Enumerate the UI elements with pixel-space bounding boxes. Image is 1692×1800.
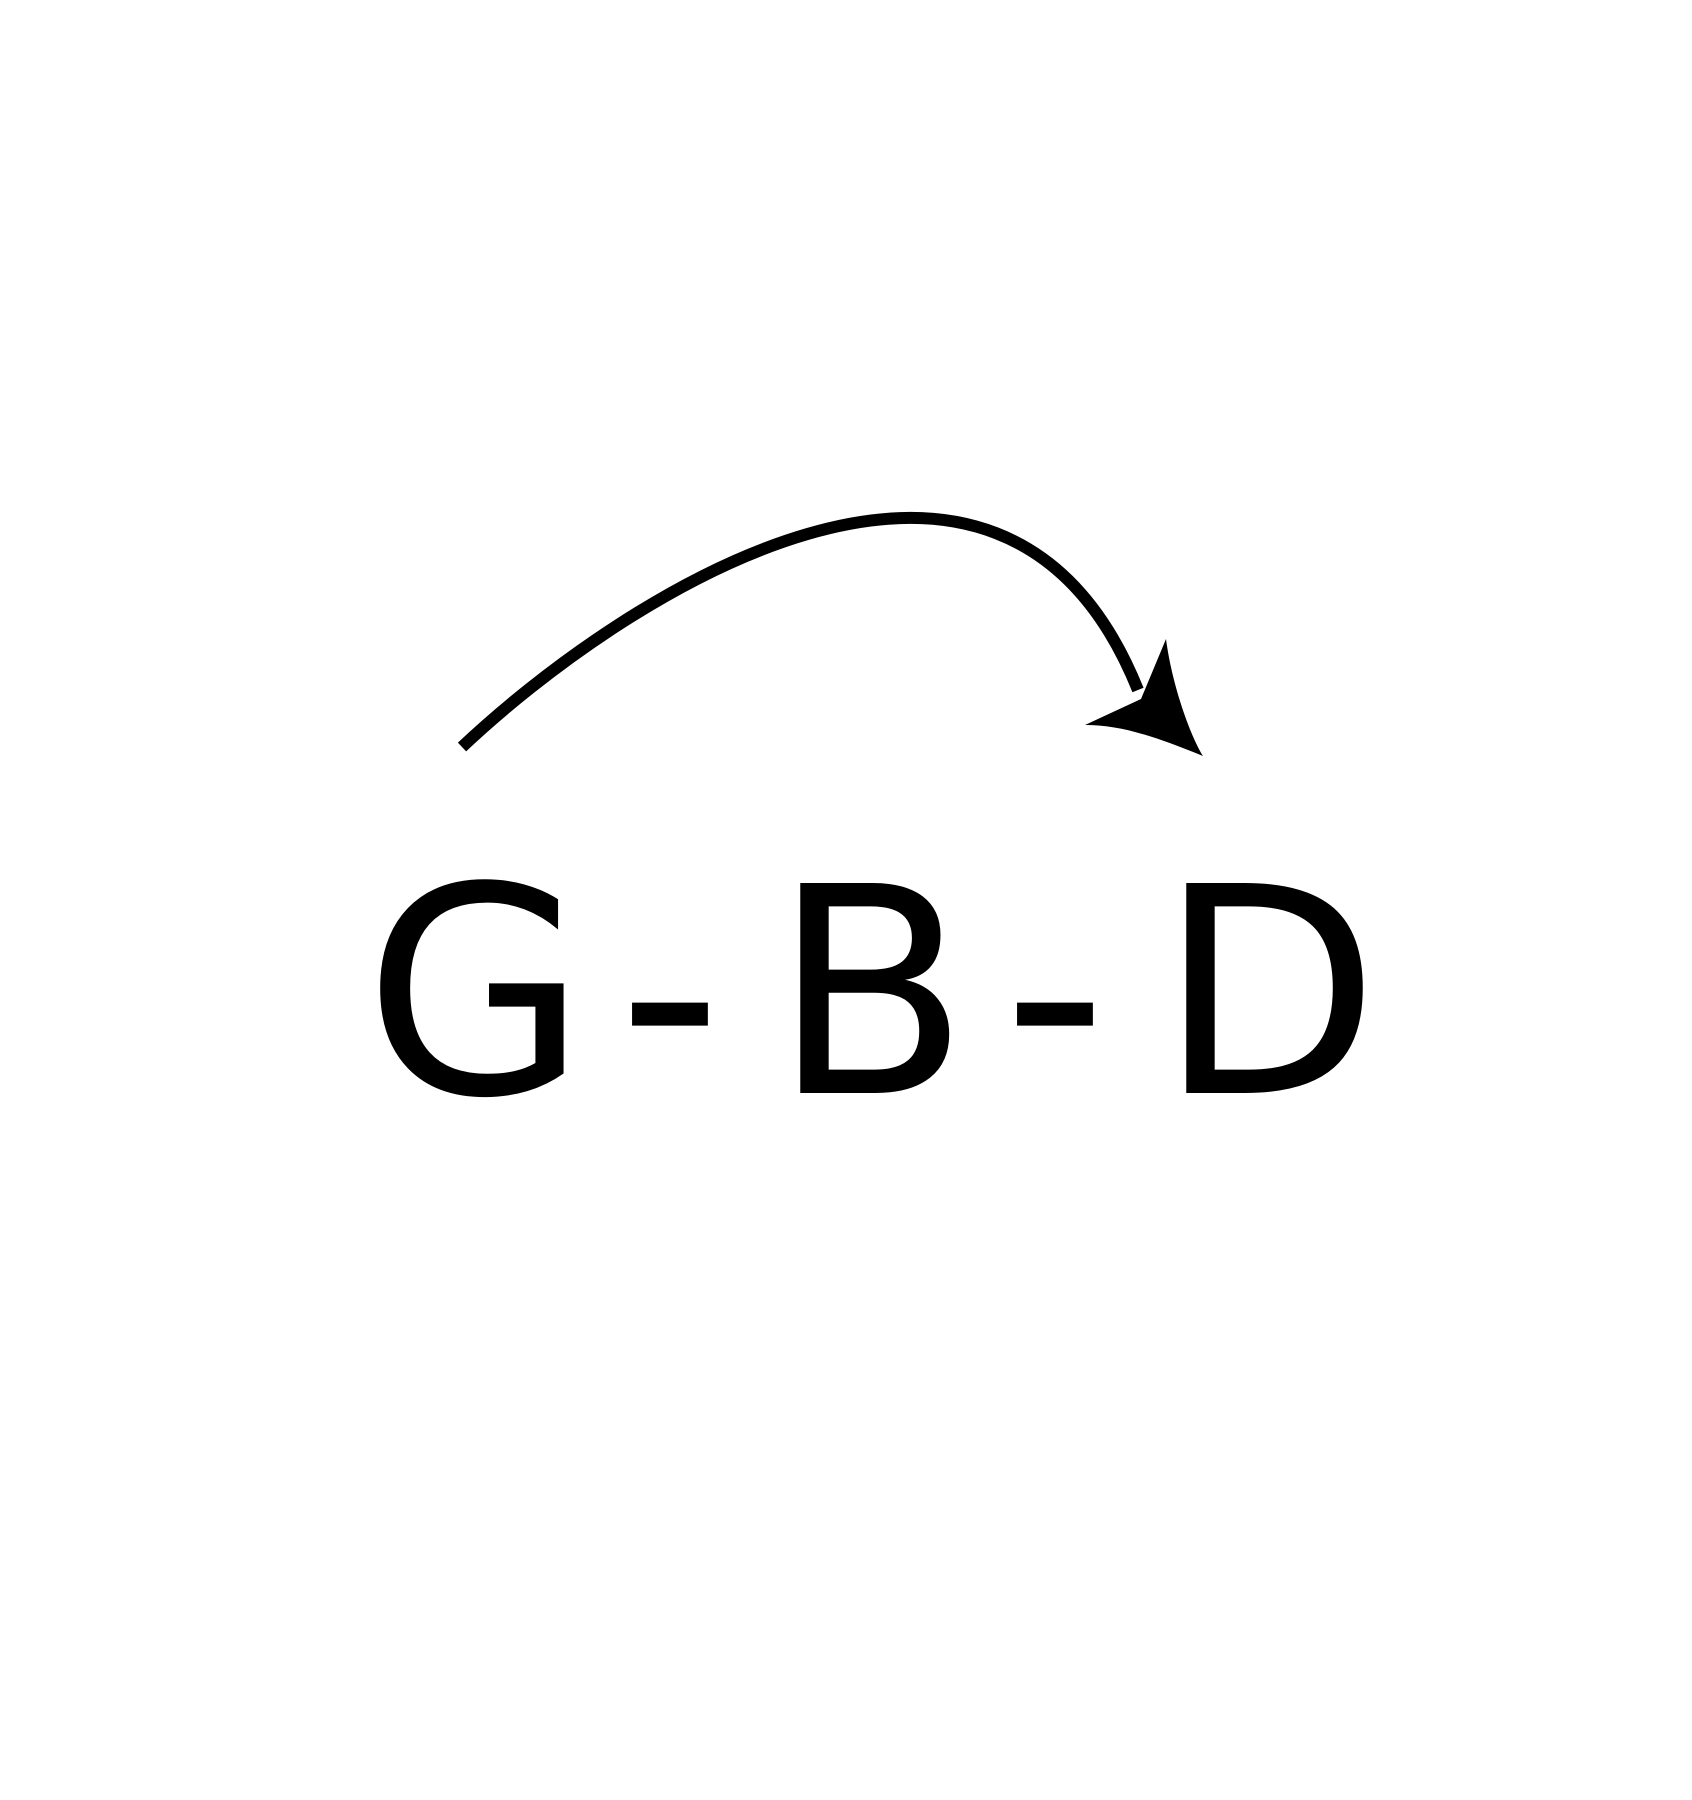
arrowhead [1085, 639, 1203, 756]
node-d: D [1158, 826, 1380, 1161]
arrow-curve [457, 511, 1144, 752]
node-b: B [772, 826, 970, 1161]
arrow-connector [457, 511, 1203, 756]
node-g: G [364, 826, 587, 1161]
separator-1: - [618, 826, 722, 1161]
separator-2: - [1003, 826, 1107, 1161]
